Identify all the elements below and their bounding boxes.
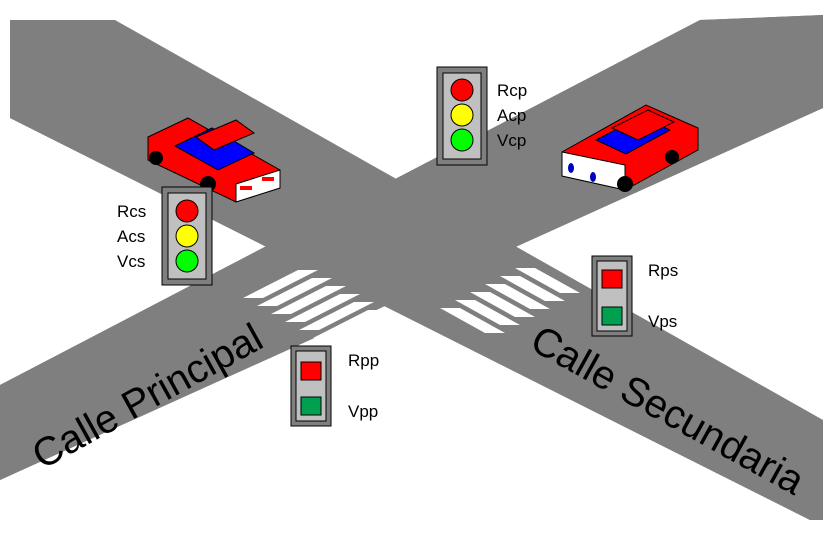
crosswalk-right xyxy=(440,268,580,333)
crosswalk-left xyxy=(243,270,388,338)
light-amber-icon xyxy=(175,224,199,248)
light-green-icon xyxy=(450,128,474,152)
light-amber-icon xyxy=(450,103,474,127)
pedestrian-light-secondary xyxy=(591,255,633,337)
label-vcp: Vcp xyxy=(497,131,526,150)
label-vcs: Vcs xyxy=(117,252,145,271)
car-main-road xyxy=(147,117,281,203)
label-rps: Rps xyxy=(648,261,678,280)
label-acp: Acp xyxy=(497,106,526,125)
ped-red-icon xyxy=(601,269,623,289)
light-red-icon xyxy=(175,199,199,223)
light-red-icon xyxy=(450,78,474,102)
label-vpp: Vpp xyxy=(348,402,378,421)
label-acs: Acs xyxy=(117,227,145,246)
traffic-light-main xyxy=(436,66,488,166)
ped-green-icon xyxy=(300,396,322,416)
traffic-light-secondary xyxy=(161,186,213,286)
light-green-icon xyxy=(175,249,199,273)
pedestrian-light-main xyxy=(290,345,332,427)
ped-red-icon xyxy=(300,361,322,381)
label-rcp: Rcp xyxy=(497,81,527,100)
label-rpp: Rpp xyxy=(348,351,379,370)
label-rcs: Rcs xyxy=(117,202,146,221)
label-vps: Vps xyxy=(648,312,677,331)
car-secondary-road xyxy=(561,104,699,192)
ped-green-icon xyxy=(601,306,623,326)
